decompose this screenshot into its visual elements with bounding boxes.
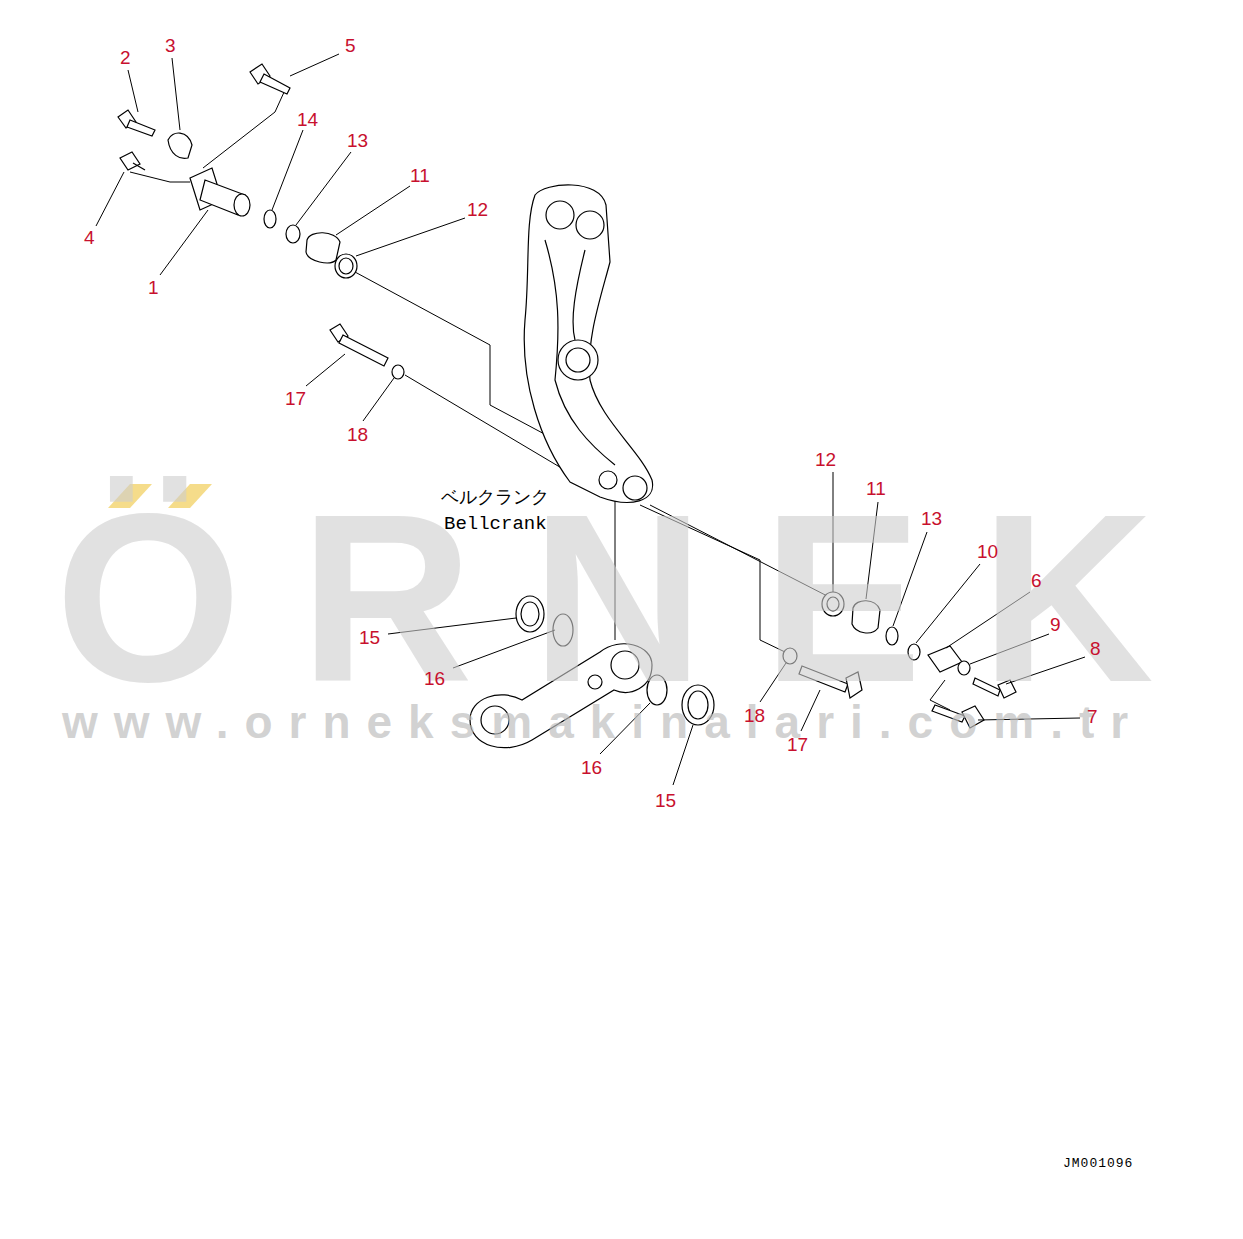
callout-number: 8	[1090, 639, 1101, 658]
part-name: ベルクランク	[441, 488, 549, 506]
callout-number: 15	[359, 628, 380, 647]
watermark: ÖRNEK	[55, 478, 1212, 718]
callout-number: 18	[347, 425, 368, 444]
callout-number: 12	[467, 200, 488, 219]
callout-number: 7	[1087, 707, 1098, 726]
callout-number: 12	[815, 450, 836, 469]
callout-number: 18	[744, 706, 765, 725]
callout-number: 13	[347, 131, 368, 150]
callout-number: 16	[581, 758, 602, 777]
callout-number: 17	[787, 735, 808, 754]
callout-number: 9	[1050, 615, 1061, 634]
callout-number: 13	[921, 509, 942, 528]
callout-number: 14	[297, 110, 318, 129]
callout-number: 1	[148, 278, 159, 297]
part-name: Bellcrank	[444, 515, 547, 534]
callout-number: 16	[424, 669, 445, 688]
callout-number: 17	[285, 389, 306, 408]
callout-number: 11	[866, 479, 886, 498]
watermark-url: www.orneksmakinalari.com.tr	[62, 699, 1144, 745]
callout-number: 2	[120, 48, 131, 67]
callout-number: 10	[977, 542, 998, 561]
drawing-code: JM001096	[1063, 1157, 1133, 1170]
callout-number: 15	[655, 791, 676, 810]
callout-number: 5	[345, 36, 356, 55]
callout-number: 3	[165, 36, 176, 55]
callout-number: 6	[1031, 571, 1042, 590]
callout-number: 11	[410, 166, 430, 185]
callout-number: 4	[84, 228, 95, 247]
